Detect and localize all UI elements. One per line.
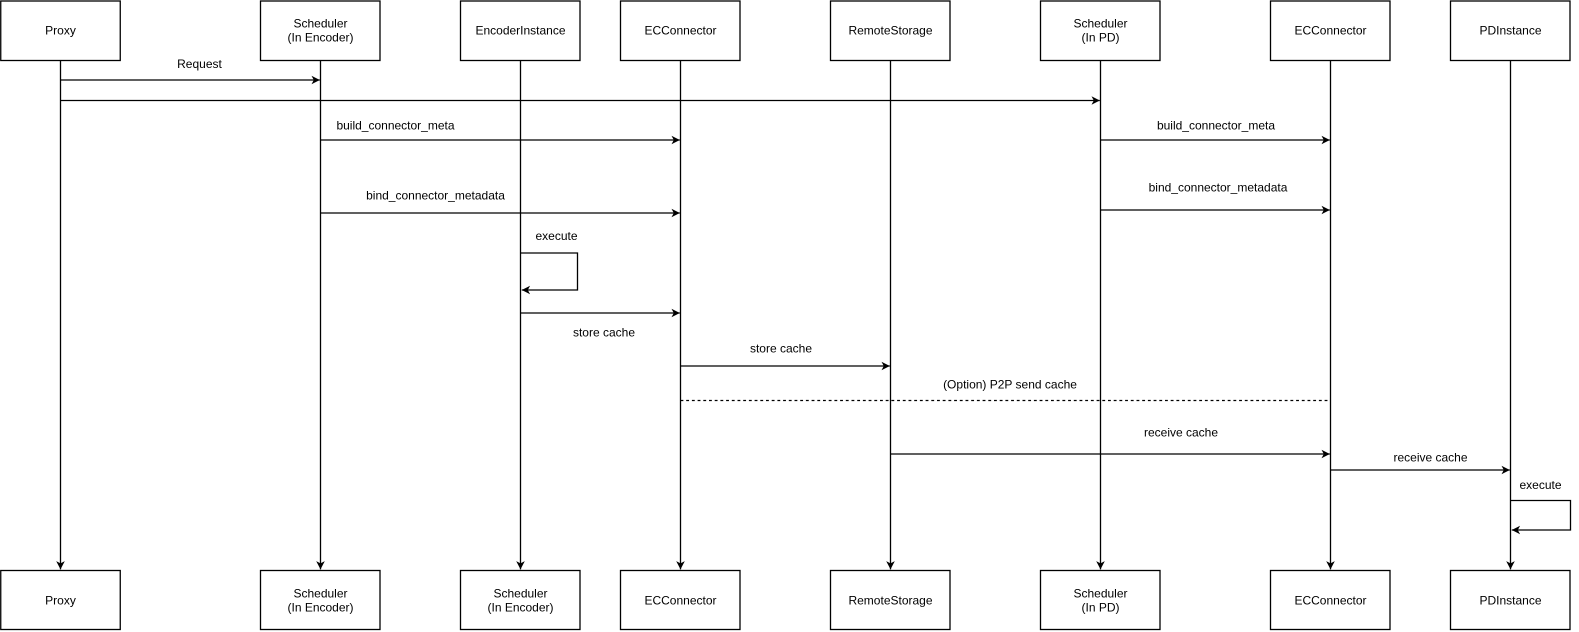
svg-text:build_connector_meta: build_connector_meta (1157, 119, 1275, 133)
svg-text:execute: execute (535, 229, 577, 243)
svg-text:ECConnector: ECConnector (644, 594, 716, 608)
svg-text:build_connector_meta: build_connector_meta (336, 119, 454, 133)
svg-text:PDInstance: PDInstance (1479, 24, 1541, 38)
svg-text:ECConnector: ECConnector (1294, 24, 1366, 38)
svg-text:(In Encoder): (In Encoder) (287, 31, 353, 45)
svg-text:Scheduler: Scheduler (293, 587, 347, 601)
svg-text:Proxy: Proxy (45, 594, 76, 608)
svg-text:(In PD): (In PD) (1081, 31, 1119, 45)
svg-text:(In Encoder): (In Encoder) (287, 601, 353, 615)
svg-text:RemoteStorage: RemoteStorage (848, 24, 932, 38)
svg-text:RemoteStorage: RemoteStorage (848, 594, 932, 608)
svg-text:receive cache: receive cache (1144, 426, 1218, 440)
svg-text:bind_connector_metadata: bind_connector_metadata (1149, 181, 1288, 195)
svg-text:receive cache: receive cache (1393, 451, 1467, 465)
svg-text:Scheduler: Scheduler (1073, 17, 1127, 31)
svg-text:Scheduler: Scheduler (293, 17, 347, 31)
svg-text:Scheduler: Scheduler (493, 587, 547, 601)
svg-text:(In PD): (In PD) (1081, 601, 1119, 615)
svg-text:execute: execute (1519, 478, 1561, 492)
svg-text:Request: Request (177, 57, 222, 71)
svg-text:ECConnector: ECConnector (1294, 594, 1366, 608)
svg-text:ECConnector: ECConnector (644, 24, 716, 38)
svg-text:(Option) P2P send cache: (Option) P2P send cache (943, 378, 1077, 392)
svg-text:EncoderInstance: EncoderInstance (475, 24, 565, 38)
svg-text:Proxy: Proxy (45, 24, 76, 38)
svg-text:store cache: store cache (573, 326, 635, 340)
svg-text:(In Encoder): (In Encoder) (487, 601, 553, 615)
svg-text:bind_connector_metadata: bind_connector_metadata (366, 189, 505, 203)
svg-text:store cache: store cache (750, 342, 812, 356)
svg-text:Scheduler: Scheduler (1073, 587, 1127, 601)
svg-text:PDInstance: PDInstance (1479, 594, 1541, 608)
